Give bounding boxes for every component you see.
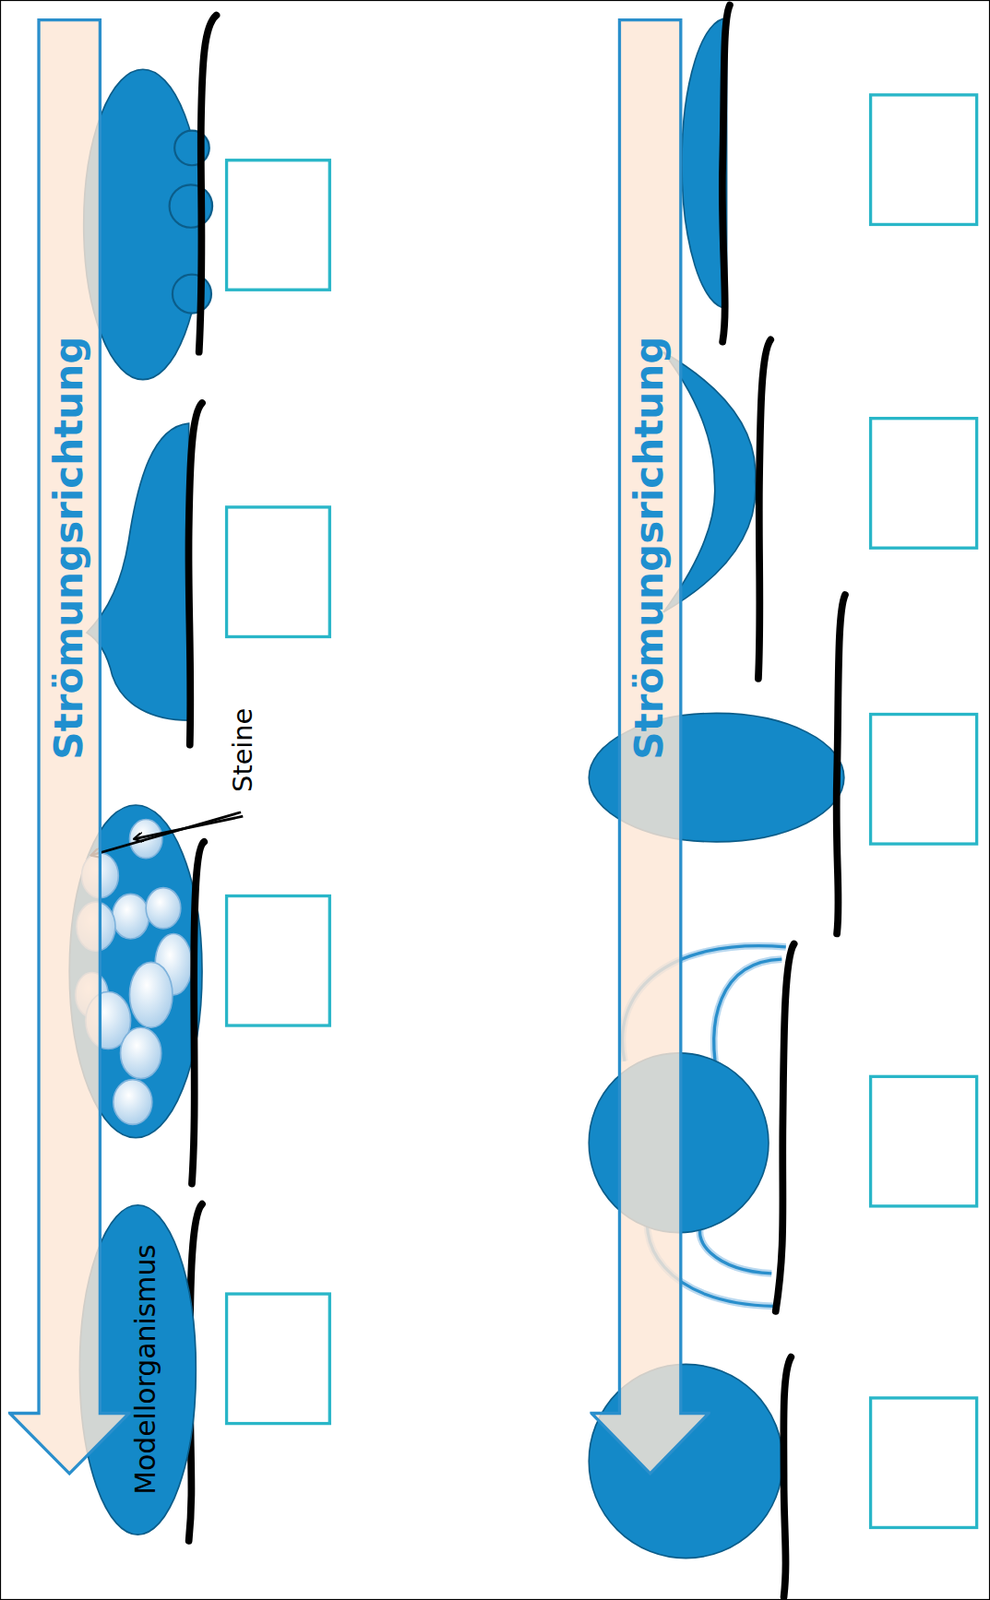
substrate-line bbox=[836, 595, 846, 934]
leader-line bbox=[134, 816, 243, 839]
answer-box bbox=[870, 1398, 978, 1529]
flow-arrow: Strömungsrichtung bbox=[8, 18, 132, 1477]
answer-boxes bbox=[226, 95, 978, 1529]
answer-box bbox=[870, 418, 978, 549]
part-label: Steine bbox=[227, 708, 258, 793]
arrow-outline bbox=[591, 20, 709, 1475]
answer-box bbox=[226, 160, 331, 291]
sucker bbox=[169, 184, 213, 227]
substrate-line bbox=[191, 842, 204, 1185]
answer-box bbox=[870, 715, 978, 846]
flow-label: Strömungsrichtung bbox=[47, 336, 91, 761]
stone bbox=[129, 962, 172, 1028]
answer-box bbox=[226, 1294, 331, 1425]
substrate-line bbox=[783, 1358, 791, 1599]
organism-label: Modellorganismus bbox=[131, 1244, 162, 1496]
flow-arrow: Strömungsrichtung bbox=[589, 18, 711, 1477]
stone bbox=[120, 1027, 162, 1079]
stone bbox=[113, 1080, 153, 1126]
leader-line bbox=[92, 812, 242, 856]
stone bbox=[145, 888, 181, 930]
substrate-line bbox=[722, 5, 730, 343]
arrow-outline bbox=[10, 20, 130, 1475]
substrate-line bbox=[188, 403, 203, 746]
answer-box bbox=[226, 507, 331, 638]
stone bbox=[112, 894, 150, 940]
answer-box bbox=[226, 896, 331, 1027]
answer-box bbox=[870, 95, 978, 226]
organism-teardrop bbox=[86, 423, 190, 721]
substrate-line bbox=[758, 339, 771, 679]
answer-box bbox=[870, 1076, 978, 1207]
substrate-line bbox=[199, 15, 217, 353]
substrate-line bbox=[775, 944, 795, 1313]
sucker bbox=[172, 274, 212, 314]
flow-label: Strömungsrichtung bbox=[629, 336, 672, 761]
substrate-lines bbox=[188, 5, 845, 1599]
